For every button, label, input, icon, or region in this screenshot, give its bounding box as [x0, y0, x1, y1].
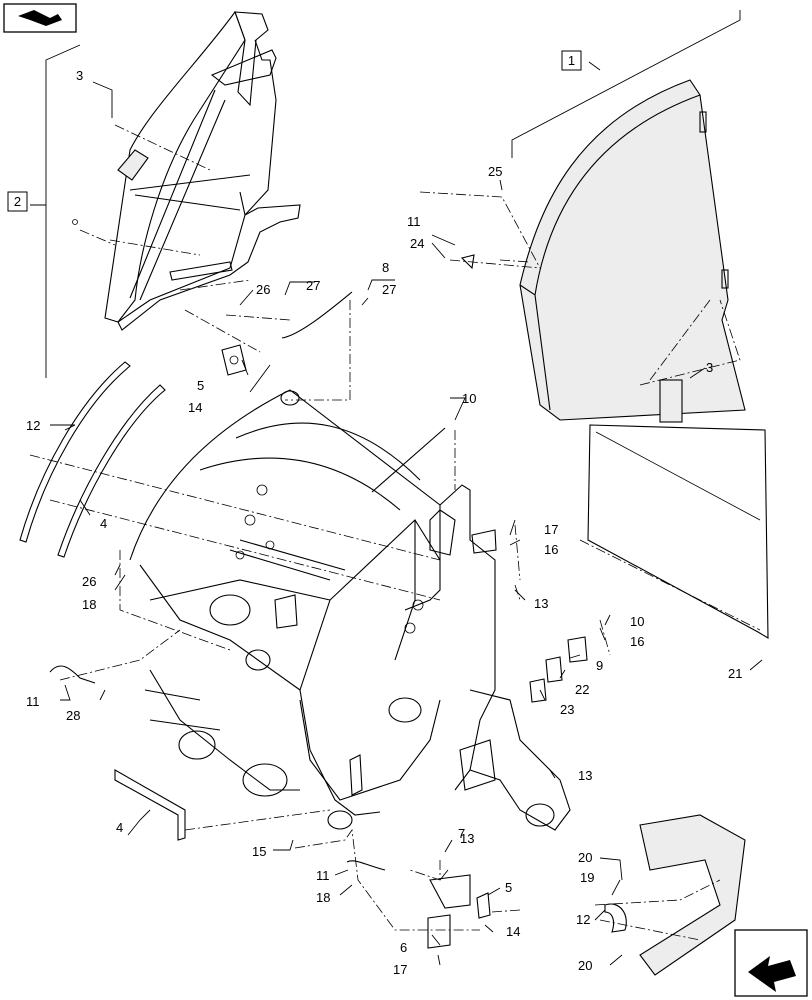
- callout-5-upper: 5: [197, 378, 204, 393]
- callout-23: 23: [560, 702, 574, 717]
- callout-2-box[interactable]: 2: [7, 191, 28, 212]
- callout-18-left: 18: [82, 597, 96, 612]
- baler-frame: [129, 389, 571, 831]
- callout-16-right: 16: [630, 634, 644, 649]
- group-2-bracket: [30, 44, 81, 378]
- callout-18-bottom: 18: [316, 890, 330, 905]
- callout-13-bottom: 13: [460, 831, 474, 846]
- callout-11-left: 11: [26, 694, 40, 709]
- callout-26-left: 26: [82, 574, 96, 589]
- callout-10-upper: 10: [462, 391, 476, 406]
- leader-lines: [50, 81, 763, 966]
- callout-14-lower: 14: [506, 924, 520, 939]
- callout-11-top: 11: [407, 214, 421, 229]
- group-1-bracket: [511, 10, 741, 158]
- callout-13-mid: 13: [534, 596, 548, 611]
- callout-27-left: 27: [306, 278, 320, 293]
- callout-13-lower: 13: [578, 768, 592, 783]
- callout-27-right: 27: [382, 282, 396, 297]
- callout-26-upper: 26: [256, 282, 270, 297]
- callout-16-upper: 16: [544, 542, 558, 557]
- callout-7: 7: [458, 826, 465, 841]
- callout-17-bottom: 17: [393, 962, 407, 977]
- callout-8: 8: [382, 260, 389, 275]
- callout-1-box[interactable]: 1: [561, 50, 582, 71]
- callout-22: 22: [575, 682, 589, 697]
- callout-20-lower: 20: [578, 958, 592, 973]
- left-shield-assembly: [72, 10, 301, 331]
- callout-12-strip: 12: [26, 418, 40, 433]
- small-parts: [49, 254, 746, 976]
- callout-21: 21: [728, 666, 742, 681]
- callout-4-strip: 4: [100, 516, 107, 531]
- callout-6: 6: [400, 940, 407, 955]
- alignment-lines: [29, 124, 761, 941]
- callout-4-plate: 4: [116, 820, 123, 835]
- callout-12-lower: 12: [576, 912, 590, 927]
- next-page-arrow-icon[interactable]: [734, 929, 808, 997]
- callout-labels: 1 2 3 3 4 4 5 5 6 7 8 9 10 10 11 11 11 1…: [7, 50, 742, 977]
- callout-24: 24: [410, 236, 424, 251]
- callout-20-upper: 20: [578, 850, 592, 865]
- callout-14-upper: 14: [188, 400, 202, 415]
- callout-10-right: 10: [630, 614, 644, 629]
- callout-3-left: 3: [76, 68, 83, 83]
- callout-25: 25: [488, 164, 502, 179]
- callout-3-right: 3: [706, 360, 713, 375]
- callout-11-bottom: 11: [316, 868, 330, 883]
- right-shield-assembly: [519, 79, 769, 639]
- rubber-strips: [19, 361, 166, 558]
- callout-17-upper: 17: [544, 522, 558, 537]
- callout-28: 28: [66, 708, 80, 723]
- callout-19: 19: [580, 870, 594, 885]
- callout-9: 9: [596, 658, 603, 673]
- callout-15: 15: [252, 844, 266, 859]
- callout-1: 1: [568, 53, 575, 68]
- book-pointer-icon[interactable]: [3, 3, 77, 33]
- callout-2: 2: [14, 194, 21, 209]
- callout-5-lower: 5: [505, 880, 512, 895]
